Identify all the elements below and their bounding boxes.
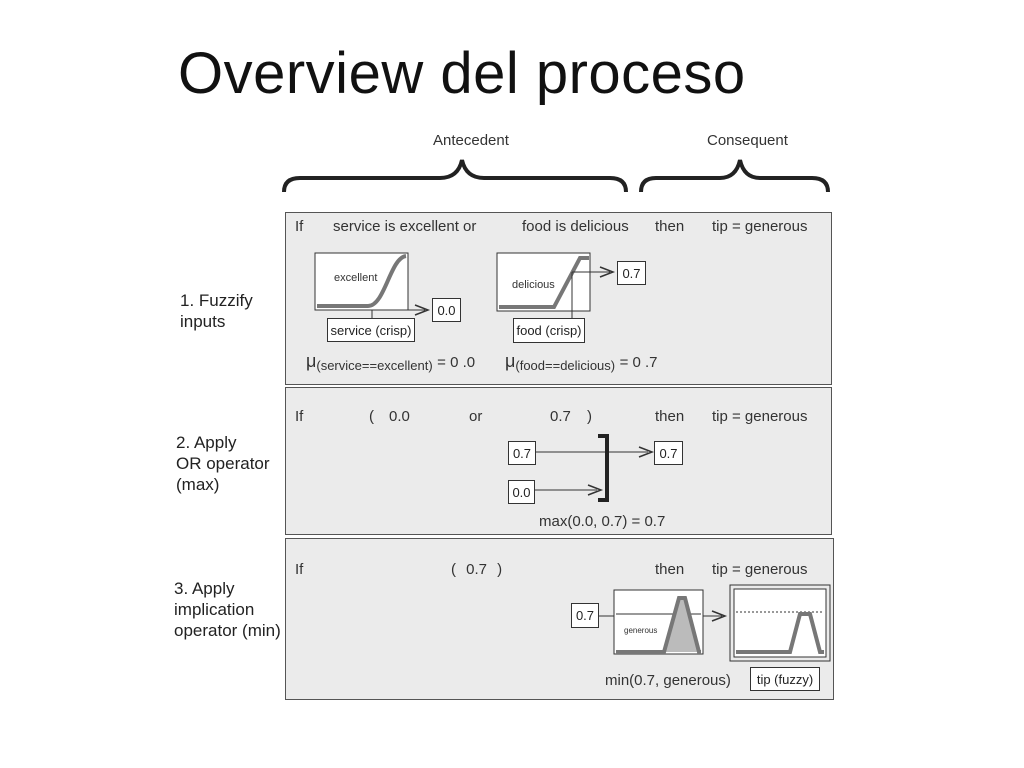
rule2-if: If [295, 408, 304, 425]
tip-clipped-shape [736, 612, 824, 654]
consequent-brace [639, 159, 830, 193]
max-bracket [598, 434, 609, 502]
excellent-arrowhead [414, 304, 431, 316]
service-output-box: 0.0 [432, 298, 461, 322]
rule2-tip: tip = generous [712, 408, 808, 425]
rule1-tip: tip = generous [712, 218, 808, 235]
rule1-food: food is delicious [522, 218, 629, 235]
rule2-v1: 0.0 [389, 408, 410, 425]
mu-food: μ(food==delicious) = 0 .7 [505, 351, 658, 373]
rule2-open: ( [369, 408, 374, 425]
consequent-label: Consequent [707, 132, 788, 149]
tip-fuzzy-label: tip (fuzzy) [750, 667, 820, 691]
rule3-then: then [655, 561, 685, 578]
rule2-v2: 0.7 [550, 408, 571, 425]
excellent-curve [317, 254, 407, 308]
excellent-mf-box [314, 252, 409, 311]
or-output: 0.7 [654, 441, 683, 465]
delicious-curve [499, 256, 589, 309]
or-top-arrowhead [638, 446, 655, 458]
min-caption: min(0.7, generous) [605, 672, 731, 689]
delicious-mf-box [496, 252, 591, 312]
food-crisp-box: food (crisp) [513, 318, 585, 343]
implication-input-box: 0.7 [571, 603, 599, 628]
implication-arrowhead [711, 610, 728, 622]
tip-output-outer [729, 584, 831, 662]
delicious-arrowhead [599, 266, 616, 278]
rule3-tip: tip = generous [712, 561, 808, 578]
mu-service: μ(service==excellent) = 0 .0 [306, 351, 476, 373]
antecedent-label: Antecedent [433, 132, 509, 149]
rule3-if: If [295, 561, 304, 578]
food-output-box: 0.7 [617, 261, 646, 285]
or-input-top: 0.7 [508, 441, 536, 465]
rule2-close: ) [587, 408, 592, 425]
antecedent-brace [282, 159, 628, 193]
rule1-then: then [655, 218, 685, 235]
rule3-expr: ( 0.7 ) [451, 561, 503, 578]
service-crisp-box: service (crisp) [327, 318, 415, 342]
excellent-label: excellent [334, 272, 378, 284]
rule2-or: or [469, 408, 483, 425]
rule1-service: service is excellent or [333, 218, 477, 235]
generous-curve [616, 596, 701, 654]
rule1-if: If [295, 218, 304, 235]
slide-title: Overview del proceso [178, 41, 746, 106]
rule2-then: then [655, 408, 685, 425]
delicious-label: delicious [512, 279, 555, 291]
or-input-bottom: 0.0 [508, 480, 535, 504]
generous-shade [664, 598, 699, 652]
or-bottom-arrowhead [587, 484, 604, 496]
generous-label: generous [624, 626, 658, 635]
or-operator-panel [285, 387, 832, 535]
max-caption: max(0.0, 0.7) = 0.7 [539, 513, 666, 530]
